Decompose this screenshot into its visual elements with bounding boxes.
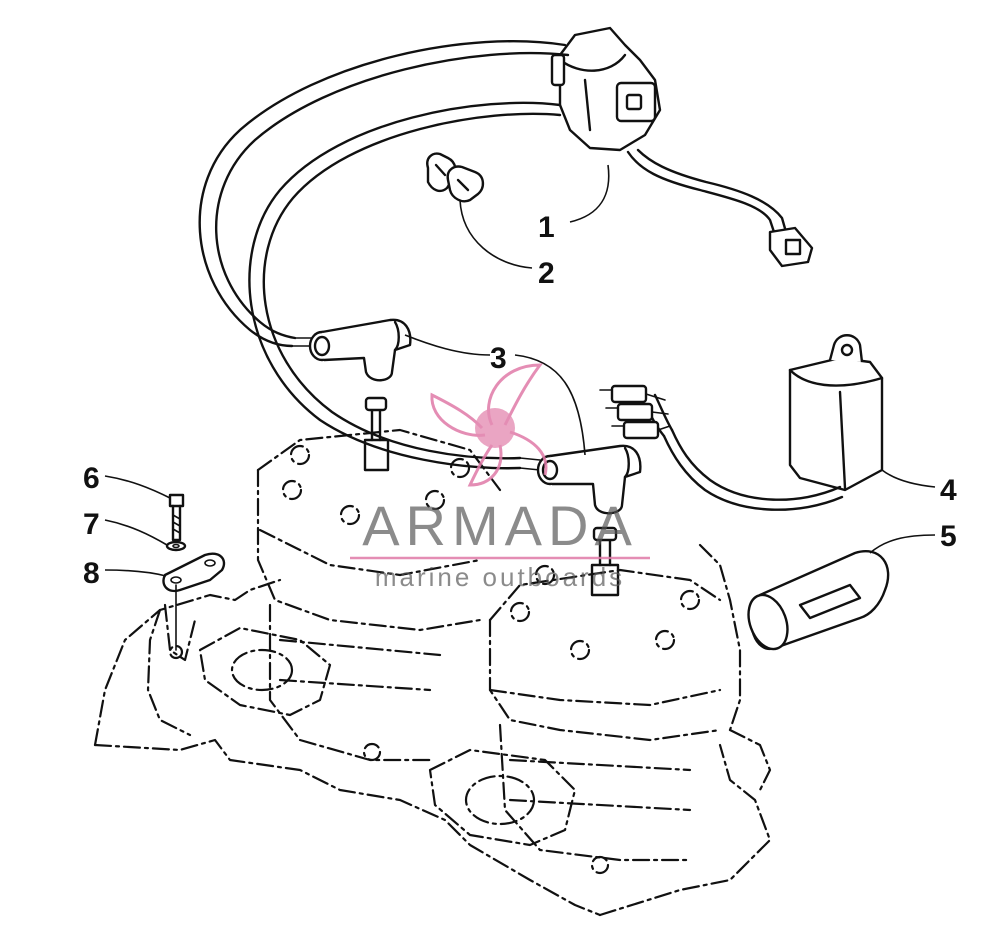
protective-sleeve <box>747 550 890 651</box>
leader-lines <box>104 164 936 577</box>
callout-5: 5 <box>940 520 957 553</box>
callout-8: 8 <box>83 557 100 590</box>
callout-7: 7 <box>83 508 100 541</box>
spark-plug-front <box>590 526 620 597</box>
callout-4: 4 <box>940 474 957 507</box>
bolt <box>168 493 185 542</box>
spark-plug-cap-upper <box>308 318 412 382</box>
callout-2: 2 <box>538 257 555 290</box>
callout-3: 3 <box>490 342 507 375</box>
ignition-coil <box>550 26 814 268</box>
callout-6: 6 <box>83 462 100 495</box>
lead-clip <box>426 152 485 203</box>
propeller-logo-icon <box>430 363 548 487</box>
callout-1: 1 <box>538 211 555 244</box>
head-bolts <box>281 444 701 661</box>
washer <box>165 540 187 552</box>
cdi-module <box>599 334 884 511</box>
watermark-brand: ARMADA <box>362 494 638 557</box>
ht-leads <box>198 40 570 471</box>
armada-watermark: ARMADA marine outboards <box>350 363 650 592</box>
watermark-tagline: marine outboards <box>375 562 625 592</box>
spark-plug-rear <box>363 396 390 472</box>
callout-numbers: 1 2 3 4 5 6 7 8 <box>83 211 957 590</box>
cover-plate <box>162 552 226 651</box>
module-connectors <box>599 384 671 440</box>
